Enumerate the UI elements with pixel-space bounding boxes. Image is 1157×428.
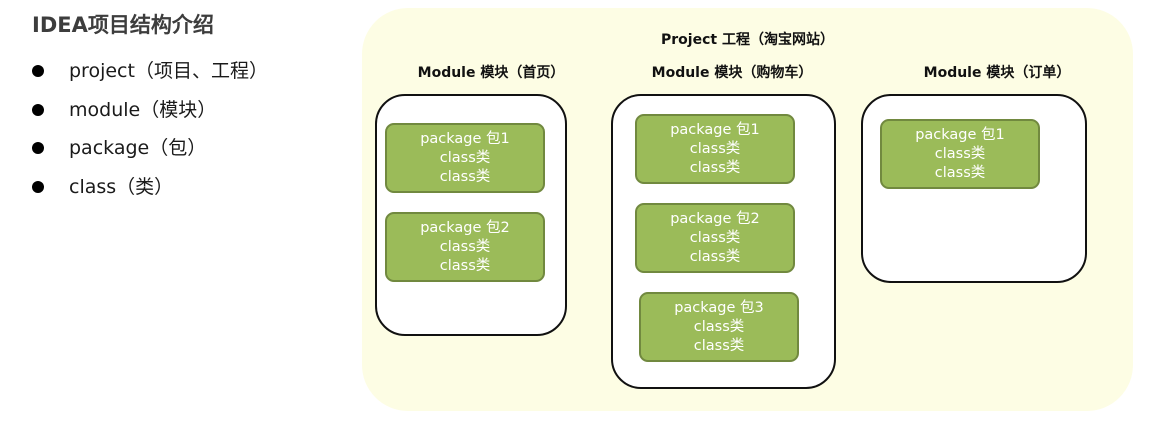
class-item: class类 xyxy=(439,257,491,274)
package-box: package 包1 class类 class类 xyxy=(880,119,1040,189)
bullet-dot-icon xyxy=(32,142,44,154)
module-label-order: Module 模块（订单） xyxy=(923,65,1071,81)
package-box: package 包1 class类 class类 xyxy=(635,114,795,184)
bullet-item: module（模块） xyxy=(32,95,268,134)
class-item: class类 xyxy=(689,140,741,157)
package-box: package 包3 class类 class类 xyxy=(639,292,799,362)
bullet-list: project（项目、工程） module（模块） package（包） cla… xyxy=(32,56,268,210)
class-item: class类 xyxy=(934,164,986,181)
package-name: package 包3 xyxy=(674,299,764,316)
bullet-item: project（项目、工程） xyxy=(32,56,268,95)
class-item: class类 xyxy=(689,248,741,265)
bullet-text: project（项目、工程） xyxy=(69,60,268,82)
class-item: class类 xyxy=(934,145,986,162)
class-item: class类 xyxy=(439,168,491,185)
bullet-text: package（包） xyxy=(69,137,207,159)
class-item: class类 xyxy=(693,337,745,354)
package-name: package 包1 xyxy=(670,121,760,138)
bullet-item: class（类） xyxy=(32,172,268,211)
class-item: class类 xyxy=(689,229,741,246)
package-name: package 包1 xyxy=(915,126,1005,143)
bullet-text: module（模块） xyxy=(69,98,217,121)
package-name: package 包2 xyxy=(670,210,760,227)
class-item: class类 xyxy=(689,159,741,176)
bullet-dot-icon xyxy=(32,180,44,193)
module-label-cart: Module 模块（购物车） xyxy=(651,65,813,81)
package-name: package 包2 xyxy=(420,219,510,236)
bullet-item: package（包） xyxy=(32,133,268,172)
bullet-dot-icon xyxy=(32,65,44,77)
package-box: package 包2 class类 class类 xyxy=(635,203,795,273)
bullet-dot-icon xyxy=(32,103,44,116)
module-label-home: Module 模块（首页） xyxy=(417,65,565,81)
package-box: package 包1 class类 class类 xyxy=(385,123,545,193)
page-title: IDEA项目结构介绍 xyxy=(32,13,214,37)
bullet-text: class（类） xyxy=(69,175,174,198)
package-name: package 包1 xyxy=(420,130,510,147)
class-item: class类 xyxy=(439,149,491,166)
package-box: package 包2 class类 class类 xyxy=(385,212,545,282)
class-item: class类 xyxy=(439,238,491,255)
class-item: class类 xyxy=(693,318,745,335)
project-title: Project 工程（淘宝网站） xyxy=(661,32,834,48)
